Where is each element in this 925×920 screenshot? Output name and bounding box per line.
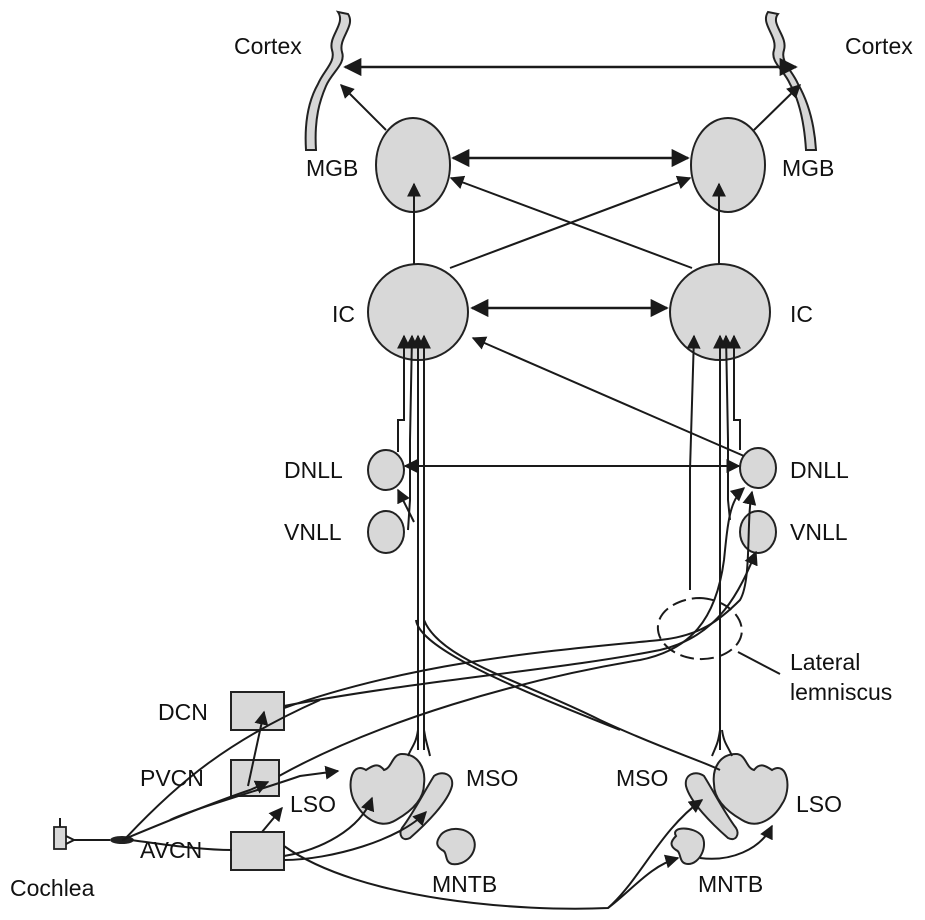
vnll-left-label: VNLL	[284, 519, 342, 545]
dnll-right-label: DNLL	[790, 457, 849, 483]
mntb-right-nucleus	[670, 827, 706, 866]
ic-right-label: IC	[790, 301, 813, 327]
vnll-left-nucleus	[367, 510, 405, 554]
dnll-left-label: DNLL	[284, 457, 343, 483]
cochlea-label: Cochlea	[10, 875, 95, 901]
mntb-left-nucleus	[436, 828, 476, 866]
mso-right-label: MSO	[616, 765, 668, 791]
dcn-nucleus	[230, 691, 285, 731]
cortex-right-label: Cortex	[845, 33, 913, 59]
lso-right-label: LSO	[796, 791, 842, 817]
mgb-left-label: MGB	[306, 155, 358, 181]
lateral-lemniscus-label-line1: Lateral	[790, 649, 860, 675]
vnll-right-nucleus	[739, 510, 777, 554]
ic-left-label: IC	[332, 301, 355, 327]
lso-right-nucleus	[712, 752, 789, 825]
dcn-label: DCN	[158, 699, 208, 725]
cortex-right-shape	[765, 10, 818, 151]
mgb-right-label: MGB	[782, 155, 834, 181]
cortex-left-label: Cortex	[234, 33, 302, 59]
mso-right-nucleus	[684, 772, 739, 840]
mntb-left-label: MNTB	[432, 871, 497, 897]
mgb-right-nucleus	[690, 117, 766, 213]
cortex-left-shape	[304, 10, 351, 151]
mntb-right-label: MNTB	[698, 871, 763, 897]
mso-left-label: MSO	[466, 765, 518, 791]
avcn-label: AVCN	[140, 837, 202, 863]
lso-left-label: LSO	[290, 791, 336, 817]
dnll-right-nucleus	[739, 447, 777, 489]
lateral-lemniscus-loop	[656, 597, 743, 661]
cochlea-icon	[53, 826, 67, 850]
pvcn-label: PVCN	[140, 765, 204, 791]
avcn-nucleus	[230, 831, 285, 871]
vnll-right-label: VNLL	[790, 519, 848, 545]
dnll-left-nucleus	[367, 449, 405, 491]
lateral-lemniscus-label-line2: lemniscus	[790, 679, 892, 705]
